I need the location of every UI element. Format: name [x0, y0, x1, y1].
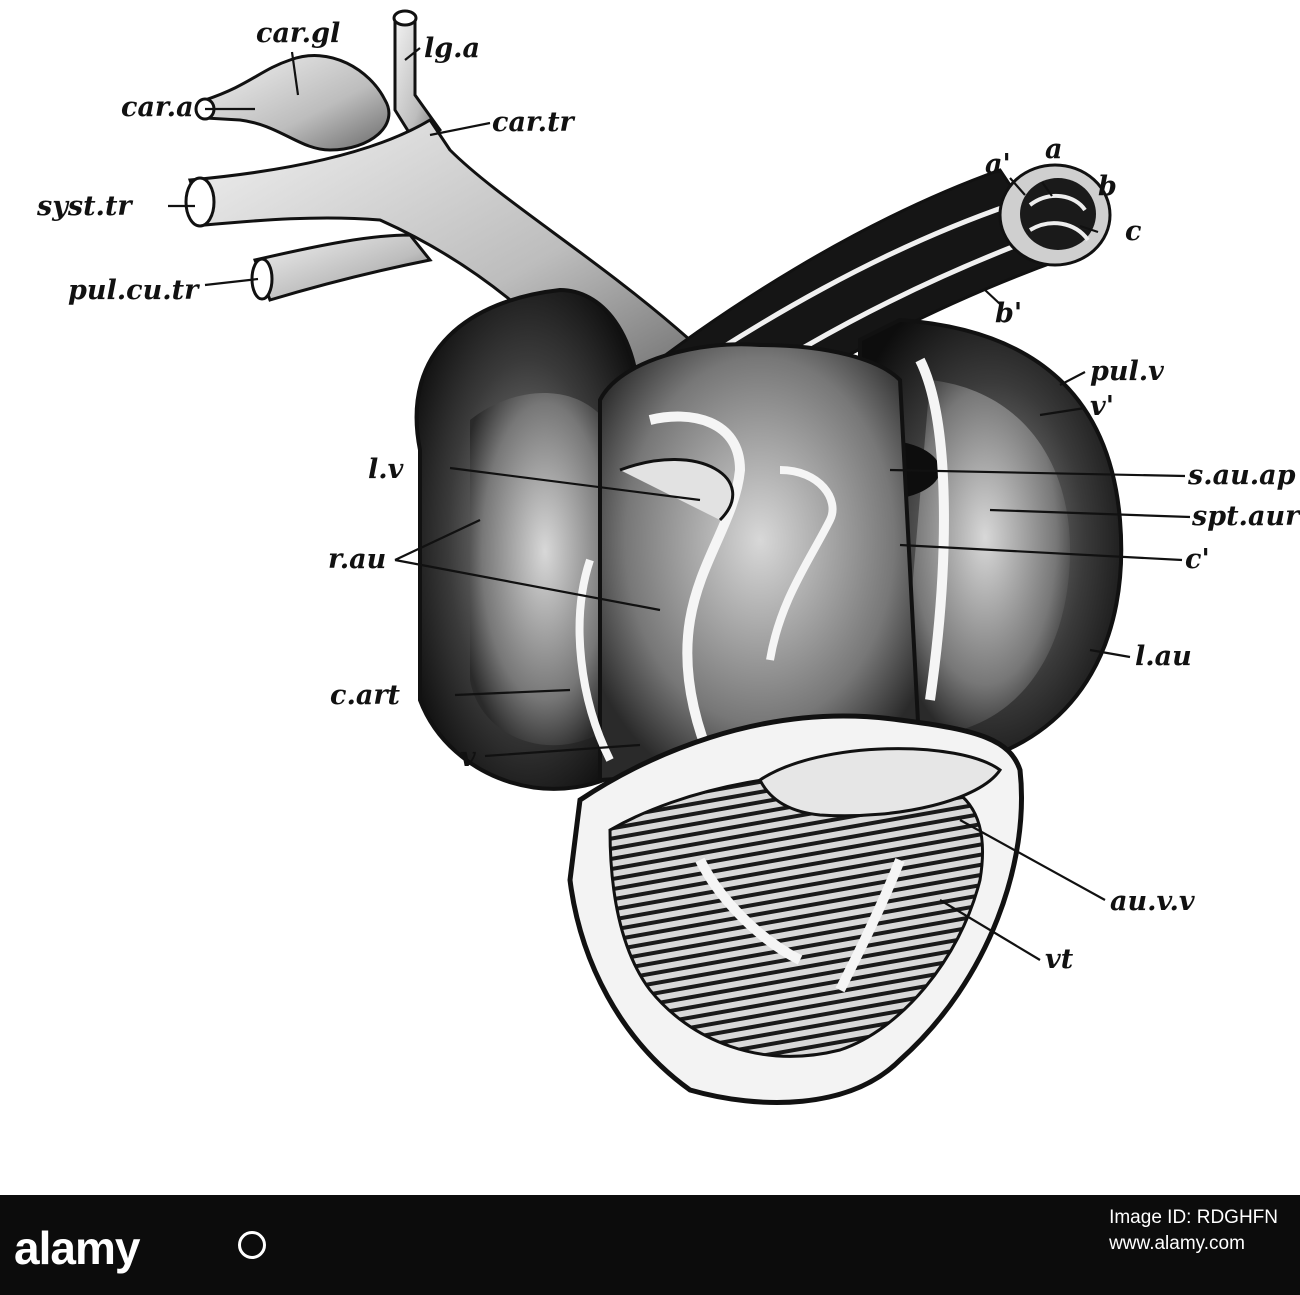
heart-diagram: car.gl lg.a car.a car.tr syst.tr pul.cu.… — [36, 9, 1300, 1105]
label-r-au: r.au — [328, 544, 386, 575]
label-car-gl: car.gl — [256, 18, 340, 49]
logo-circle-icon — [238, 1231, 266, 1259]
label-spt-aur: spt.aur — [1191, 501, 1300, 532]
stock-footer-bar: alamy Image ID: RDGHFN www.alamy.com — [0, 1195, 1300, 1295]
label-v-prime: v' — [1090, 391, 1114, 422]
label-car-tr: car.tr — [492, 107, 576, 138]
ventricle — [567, 713, 1024, 1105]
label-a-prime: a' — [985, 149, 1011, 180]
label-pul-v: pul.v — [1090, 356, 1164, 387]
label-l-au: l.au — [1135, 641, 1192, 672]
label-l-v: l.v — [368, 454, 404, 485]
label-au-v-v: au.v.v — [1110, 886, 1195, 917]
label-a: a — [1045, 134, 1063, 165]
leader-lines — [168, 47, 1191, 961]
label-pul-cu-tr: pul.cu.tr — [68, 275, 200, 306]
label-lg-a: lg.a — [424, 33, 480, 64]
label-b: b — [1098, 171, 1117, 202]
site-url: www.alamy.com — [1109, 1233, 1245, 1254]
image-id-text: Image ID: RDGHFN — [1109, 1207, 1278, 1228]
label-car-a: car.a — [121, 92, 194, 123]
heart-illustration: car.gl lg.a car.a car.tr syst.tr pul.cu.… — [36, 9, 1300, 1105]
label-c-prime: c' — [1185, 544, 1210, 575]
label-vt: vt — [1045, 944, 1074, 975]
image-id-block: Image ID: RDGHFN www.alamy.com — [1109, 1205, 1278, 1257]
label-v: v — [460, 742, 476, 773]
label-c: c — [1125, 216, 1141, 247]
label-c-art: c.art — [330, 680, 401, 711]
label-s-au-ap: s.au.ap — [1187, 460, 1296, 491]
label-b-prime: b' — [995, 298, 1022, 329]
alamy-logo: alamy — [14, 1222, 140, 1274]
label-syst-tr: syst.tr — [36, 191, 133, 222]
labels: car.gl lg.a car.a car.tr syst.tr pul.cu.… — [36, 18, 1300, 975]
central-septum — [575, 342, 949, 783]
